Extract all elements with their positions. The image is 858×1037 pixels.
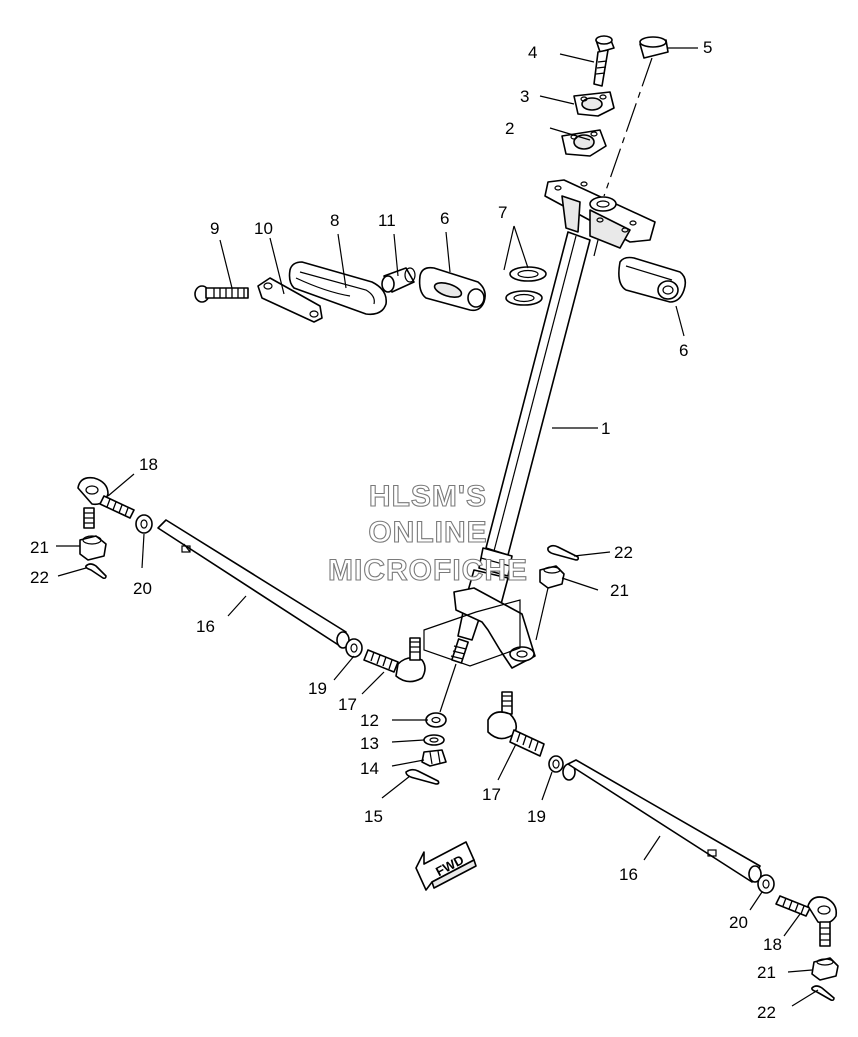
callout-19-right: 19 (527, 807, 546, 826)
callout-6-left: 6 (440, 209, 449, 228)
cable-guide-8 (288, 261, 388, 316)
washer-12 (425, 712, 447, 728)
washer-20-left (135, 514, 153, 534)
callout-5: 5 (703, 38, 712, 57)
callout-22-upper: 22 (614, 543, 633, 562)
callout-20-left: 20 (133, 579, 152, 598)
nut-21-left (79, 535, 107, 561)
washer-19-left (345, 638, 363, 658)
callout-8: 8 (330, 211, 339, 230)
callout-14: 14 (360, 759, 379, 778)
tie-rod-end-17-right (487, 691, 545, 757)
cotter-pin-22-right-lower (811, 985, 835, 1002)
callout-16-right: 16 (619, 865, 638, 884)
nut-21-upper (539, 565, 565, 589)
watermark: HLSM'S ONLINE MICROFICHE (327, 479, 528, 587)
collar-11 (381, 267, 416, 293)
callout-2: 2 (505, 119, 514, 138)
callout-11: 11 (378, 211, 396, 230)
callout-15: 15 (364, 807, 383, 826)
watermark-line-2: ONLINE (368, 516, 487, 549)
lower-shaft-thread (439, 638, 469, 713)
callout-19-left: 19 (308, 679, 327, 698)
callout-22-lower: 22 (757, 1003, 776, 1022)
washer-13 (423, 734, 445, 746)
forward-direction-arrow: FWD (415, 841, 477, 891)
callout-20-right: 20 (729, 913, 748, 932)
callout-4: 4 (528, 43, 537, 62)
callout-18-right: 18 (763, 935, 782, 954)
callout-13: 13 (360, 734, 379, 753)
cotter-pin-22-left (85, 563, 107, 580)
callout-1: 1 (601, 419, 610, 438)
holder-bolt-4 (593, 35, 615, 87)
pitman-arm (423, 587, 549, 669)
lower-holder-2 (561, 129, 607, 157)
callout-18-left: 18 (139, 455, 158, 474)
callout-21-upper: 21 (610, 581, 629, 600)
tie-rod-end-18-left (77, 476, 135, 529)
cotter-pin-15 (405, 768, 440, 785)
lock-plate-10 (257, 277, 323, 323)
callout-16-left: 16 (196, 617, 215, 636)
washers-7 (505, 266, 547, 306)
tie-rod-16-right (562, 759, 762, 883)
callout-10: 10 (254, 219, 273, 238)
tie-rod-16-left (157, 519, 350, 649)
bushing-6-right (618, 256, 687, 303)
upper-holder-3 (573, 91, 615, 117)
tie-rod-end-17-left (363, 637, 426, 683)
callout-21-lower: 21 (757, 963, 776, 982)
callout-17-right: 17 (482, 785, 501, 804)
callout-labels: 1 2 3 4 5 6 6 7 8 9 10 11 12 13 14 15 16… (30, 38, 782, 1022)
washer-19-right (548, 755, 564, 773)
cotter-pin-22-upper (547, 544, 580, 561)
callout-22-left: 22 (30, 568, 49, 587)
watermark-line-1: HLSM'S (369, 480, 487, 513)
upper-handlebar-holder-plate (544, 179, 656, 249)
castle-nut-14 (421, 749, 447, 767)
callout-6-right: 6 (679, 341, 688, 360)
watermark-line-3: MICROFICHE (328, 554, 528, 587)
bushing-6-left (418, 266, 486, 312)
callout-12: 12 (360, 711, 379, 730)
callout-7: 7 (498, 203, 507, 222)
cap-5 (603, 36, 669, 197)
leader-lines (56, 47, 819, 1007)
callout-21-left: 21 (30, 538, 49, 557)
callout-17-left: 17 (338, 695, 357, 714)
tie-rod-end-18-right (775, 895, 838, 947)
nut-21-right-lower (811, 957, 839, 981)
washer-20-right (757, 874, 775, 894)
bolt-9 (194, 285, 249, 303)
callout-3: 3 (520, 87, 529, 106)
callout-9: 9 (210, 219, 219, 238)
